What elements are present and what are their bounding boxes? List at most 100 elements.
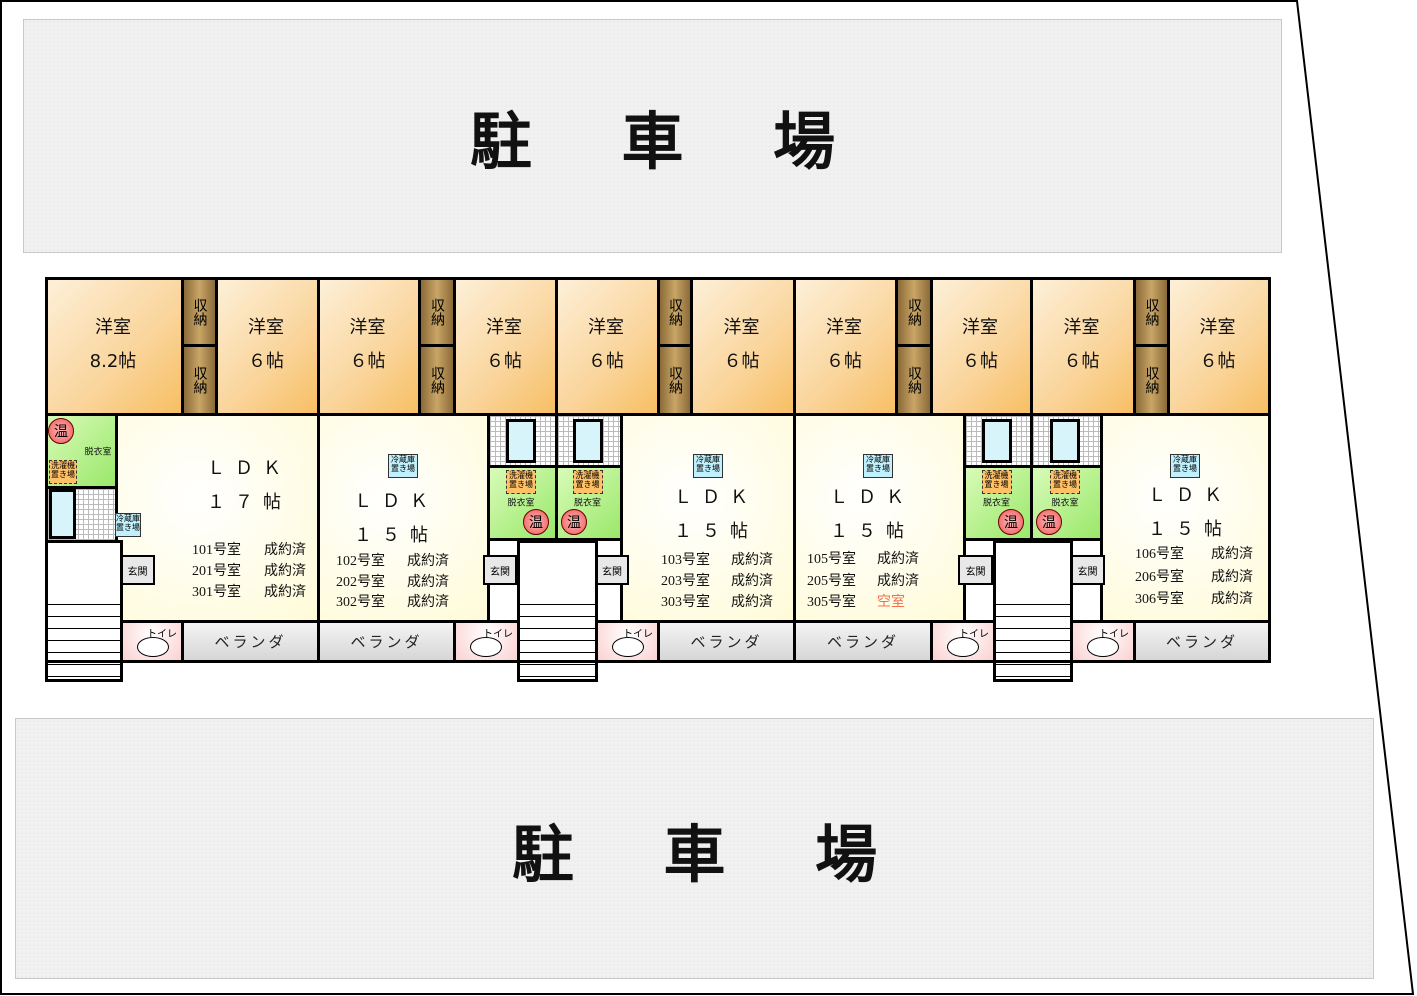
veranda: ベランダ [657, 620, 796, 663]
bathtub-icon [1050, 419, 1080, 463]
toilet: トイレ [595, 620, 660, 663]
bedroom-1-name: 洋室 [588, 317, 624, 338]
room-status: 成約済 [1211, 592, 1253, 607]
water-heater-icon: 温 [523, 509, 549, 535]
bathtub-icon [572, 419, 603, 463]
room-number: 202号室 [336, 574, 385, 590]
dressing-room-label: 脱衣室 [507, 498, 535, 509]
room-number: 105号室 [807, 552, 856, 567]
room-number: 206号室 [1135, 569, 1184, 585]
room-number: 302号室 [336, 595, 385, 610]
toilet-label: トイレ [147, 629, 177, 640]
stairwell [517, 590, 598, 682]
water-heater-icon: 温 [561, 509, 587, 535]
bedroom-2-size: ６帖 [1199, 351, 1236, 372]
ldk-size: １５帖 [1148, 519, 1232, 540]
toilet: トイレ [453, 620, 520, 663]
closet: 収納 [895, 344, 933, 416]
room-status: 成約済 [407, 595, 449, 610]
room-status: 成約済 [1211, 547, 1253, 562]
veranda: ベランダ [1133, 620, 1271, 663]
ldk-size: １５帖 [354, 525, 438, 546]
toilet: トイレ [930, 620, 996, 663]
water-heater-icon: 温 [1036, 509, 1062, 535]
room-number: 203号室 [661, 574, 710, 589]
room-status: 成約済 [407, 574, 449, 590]
room-number: 201号室 [192, 564, 241, 579]
stairwell [993, 590, 1073, 682]
washer-space: 洗濯機置き場 [1050, 470, 1080, 494]
water-heater-icon: 温 [48, 418, 74, 444]
closet: 収納 [181, 344, 218, 416]
room-status: 成約済 [877, 552, 919, 567]
bathtub-icon [981, 419, 1012, 463]
bedroom-2-name: 洋室 [248, 317, 284, 338]
room-status: 成約済 [264, 585, 306, 600]
bedroom-2 [453, 277, 558, 416]
fridge-space: 冷蔵庫置き場 [115, 513, 141, 537]
bedroom-1-name: 洋室 [1063, 317, 1100, 338]
ldk-label: ＬＤＫ [830, 487, 914, 508]
closet: 収納 [181, 277, 218, 347]
genkan: 玄関 [483, 555, 517, 585]
toilet-bowl-icon [470, 637, 502, 657]
room-status: 成約済 [877, 573, 919, 589]
fridge-space: 冷蔵庫置き場 [693, 454, 723, 478]
bathtub-icon [49, 489, 76, 539]
room-status: 成約済 [731, 595, 773, 610]
room-status: 成約済 [407, 554, 449, 569]
toilet-label: トイレ [959, 629, 989, 640]
ldk-size: １５帖 [674, 521, 758, 542]
room-number: 106号室 [1135, 547, 1184, 562]
dressing-room-label: 脱衣室 [573, 498, 602, 509]
veranda: ベランダ [793, 620, 933, 663]
toilet-label: トイレ [623, 629, 653, 640]
bedroom-1-name: 洋室 [95, 317, 131, 338]
room-number: 205号室 [807, 573, 856, 589]
washer-space: 洗濯機置き場 [506, 470, 536, 494]
room-number: 103号室 [661, 553, 710, 568]
room-number: 305号室 [807, 595, 856, 610]
ldk-size: １５帖 [830, 521, 914, 542]
closet: 収納 [895, 277, 933, 347]
room-number: 306号室 [1135, 592, 1184, 607]
bedroom-2-size: ６帖 [723, 351, 760, 372]
washer-space: 洗濯機置き場 [572, 470, 603, 494]
bedroom-1 [1030, 277, 1136, 416]
ldk-size: １７帖 [207, 492, 291, 513]
bedroom-2-size: ６帖 [962, 351, 998, 372]
stair-landing [45, 540, 123, 593]
room-number: 303号室 [661, 595, 710, 610]
water-heater-icon: 温 [998, 509, 1024, 535]
room-status: 成約済 [731, 574, 773, 589]
room-number: 301号室 [192, 585, 241, 600]
ldk-room [317, 413, 490, 623]
dressing-room-label: 脱衣室 [1051, 498, 1079, 509]
toilet-label: トイレ [1099, 629, 1129, 640]
room-status: 成約済 [264, 543, 306, 558]
ldk-label: ＬＤＫ [354, 491, 438, 512]
bedroom-1-size: ６帖 [826, 351, 862, 372]
parking-bottom-label: 駐 車 場 [511, 817, 912, 891]
veranda: ベランダ [181, 620, 320, 663]
bedroom-1 [555, 277, 660, 416]
parking-bottom: 駐 車 場 [15, 718, 1374, 979]
genkan: 玄関 [120, 555, 155, 585]
bathtub-icon [506, 419, 536, 463]
room-number: 102号室 [336, 554, 385, 569]
dressing-room-label: 脱衣室 [982, 498, 1011, 509]
room-status: 成約済 [264, 564, 306, 579]
genkan: 玄関 [1070, 555, 1105, 585]
bedroom-1-name: 洋室 [826, 317, 862, 338]
toilet-bowl-icon [1087, 637, 1119, 657]
toilet-bowl-icon [947, 637, 979, 657]
bedroom-1-name: 洋室 [349, 317, 386, 338]
ldk-label: ＬＤＫ [1148, 485, 1232, 506]
bedroom-1-size: ６帖 [588, 351, 624, 372]
closet: 収納 [1133, 277, 1170, 347]
toilet-bowl-icon [612, 637, 644, 657]
fridge-space: 冷蔵庫置き場 [388, 454, 418, 478]
bedroom-2-name: 洋室 [1199, 317, 1236, 338]
